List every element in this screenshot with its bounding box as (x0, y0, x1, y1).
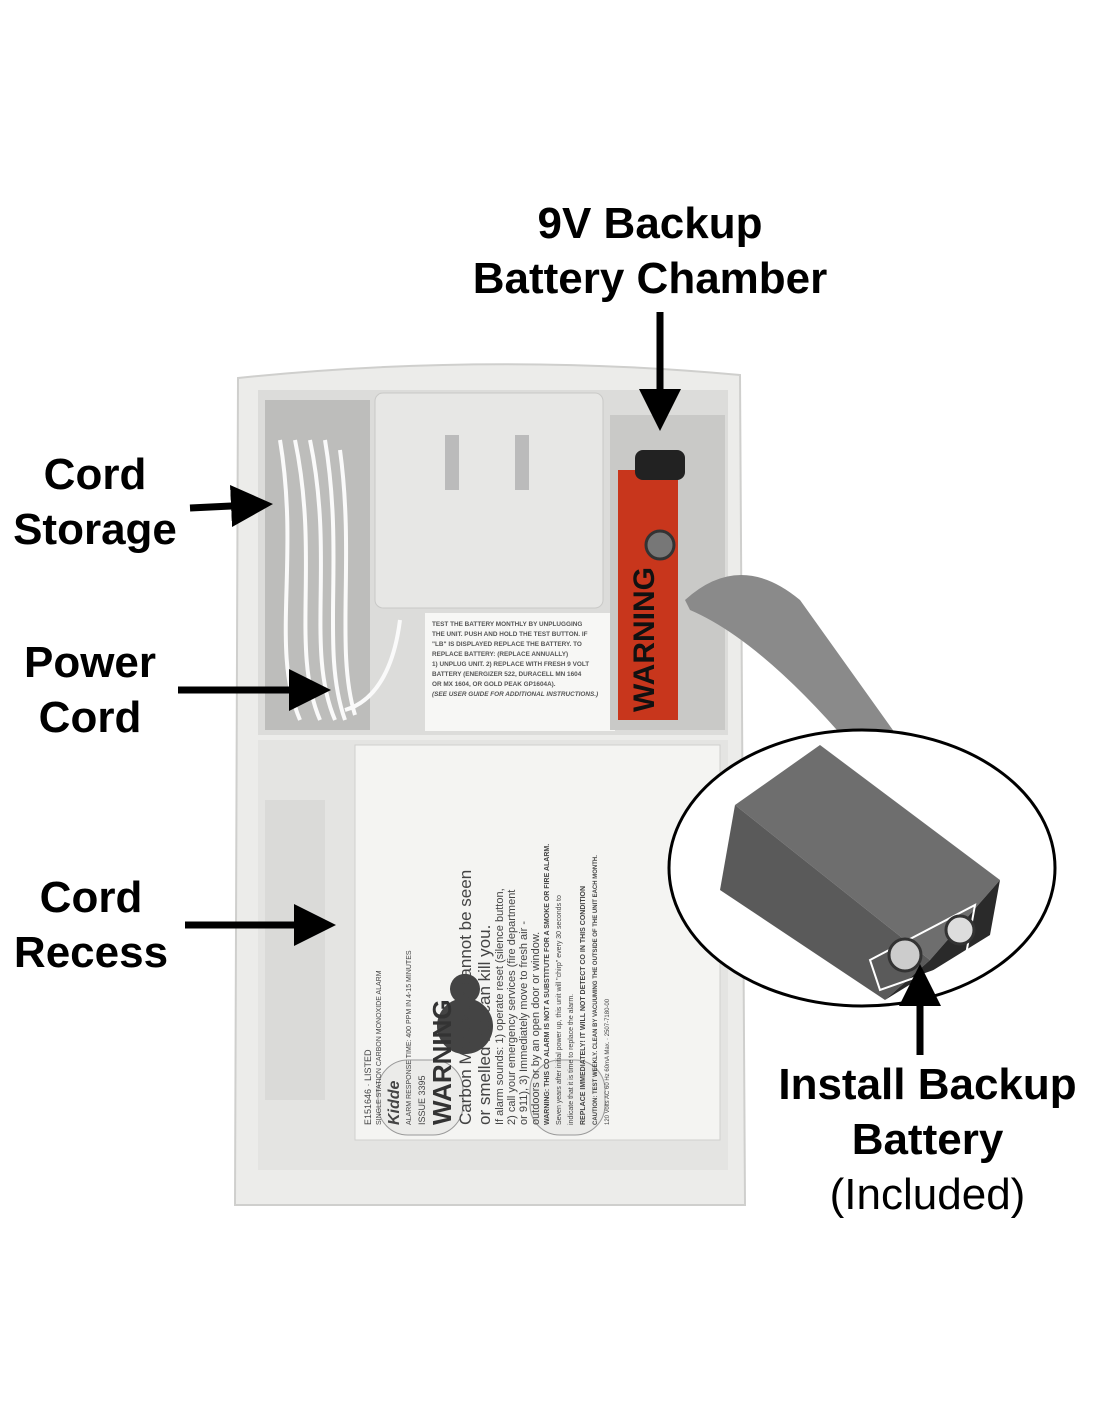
cord-recess (265, 800, 325, 1100)
callout-line: Install Backup (778, 1060, 1077, 1109)
keyhole-mount (437, 973, 493, 1055)
text-line: BATTERY (ENERGIZER 522, DURACELL MN 1604 (432, 671, 582, 678)
callout-cord-storage: Cord Storage (0, 447, 190, 557)
callout-line: 9V Backup (537, 199, 763, 248)
text-line: If alarm sounds: 1) operate reset (silen… (494, 888, 506, 1125)
text-line: REPLACE IMMEDIATELY! IT WILL NOT DETECT … (580, 885, 587, 1125)
callout-line: Battery Chamber (472, 254, 828, 303)
text-line: Carbon Monoxide cannot be seen (456, 869, 475, 1125)
text-line: or 911), 3) Immediately move to fresh ai… (518, 921, 530, 1125)
text-line: outdoors or by an open door or window. (530, 931, 542, 1125)
text-line: indicate that it is time to replace the … (568, 993, 575, 1125)
text-line: (SEE USER GUIDE FOR ADDITIONAL INSTRUCTI… (432, 691, 599, 698)
callout-cord-recess: Cord Recess (0, 870, 182, 980)
text-line: or smelled but can kill you. (475, 924, 494, 1125)
text-line: CAUTION: TEST WEEKLY. CLEAN BY VACUUMING… (593, 855, 599, 1125)
test-instruction-label (425, 613, 615, 731)
text-line: TEST THE BATTERY MONTHLY BY UNPLUGGING (432, 621, 583, 628)
label-product: SINGLE STATION CARBON MONOXIDE ALARM (376, 970, 383, 1125)
text-line: Seven years after initial power up, this… (556, 895, 563, 1125)
plug-prong (515, 435, 529, 490)
callout-line: Battery (851, 1115, 1004, 1164)
device-label-text: E151646 · LISTED SINGLE STATION CARBON M… (362, 755, 614, 1125)
callout-pointer (685, 575, 900, 745)
label-warning-title: WARNING (427, 999, 457, 1125)
text-line: 2) call your emergency services (fire de… (506, 889, 518, 1125)
test-label-text: TEST THE BATTERY MONTHLY BY UNPLUGGING T… (432, 620, 612, 700)
text-line: 120 Volts AC 60 Hz 60mA Max. · 2507-7180… (605, 998, 611, 1125)
text-line: THE UNIT. PUSH AND HOLD THE TEST BUTTON.… (432, 631, 588, 638)
9v-battery-icon (720, 745, 1000, 1000)
alarm-body (233, 363, 747, 1206)
text-line: "LB" IS DISPLAYED REPLACE THE BATTERY. T… (432, 641, 582, 648)
text-line: 1) UNPLUG UNIT. 2) REPLACE WITH FRESH 9 … (432, 661, 590, 668)
battery-warning-text: WARNING (628, 567, 661, 712)
plug-module (374, 392, 604, 609)
text-line: WARNING: THIS CO ALARM IS NOT A SUBSTITU… (544, 843, 551, 1125)
callout-line: Recess (13, 928, 169, 977)
text-line: REPLACE BATTERY: (REPLACE ANNUALLY) (432, 651, 569, 658)
arrows (178, 312, 941, 1055)
callout-line: Cord (39, 873, 143, 922)
battery-warning-strip (618, 470, 678, 720)
callout-battery-chamber: 9V Backup Battery Chamber (440, 196, 860, 306)
power-cord (278, 439, 402, 721)
callout-line: (Included) (829, 1170, 1026, 1219)
callout-line: Power (23, 638, 157, 687)
plug-prong (445, 435, 459, 490)
callout-power-cord: Power Cord (0, 635, 180, 745)
callout-line: Storage (13, 505, 177, 554)
label-response: ALARM RESPONSE TIME: 400 PPM IN 4-15 MIN… (406, 950, 413, 1125)
arrow-cord-storage (189, 485, 273, 527)
callout-line: Cord (38, 693, 142, 742)
text-line: OR MX 1604, OR GOLD PEAK GP1604A). (432, 681, 556, 688)
callout-install-battery: Install Backup Battery (Included) (755, 1057, 1100, 1222)
label-cert: E151646 · LISTED (363, 1049, 373, 1125)
callout-line: Cord (43, 450, 147, 499)
label-brand: Kidde (386, 1080, 403, 1125)
battery-snap-connector (635, 450, 685, 480)
